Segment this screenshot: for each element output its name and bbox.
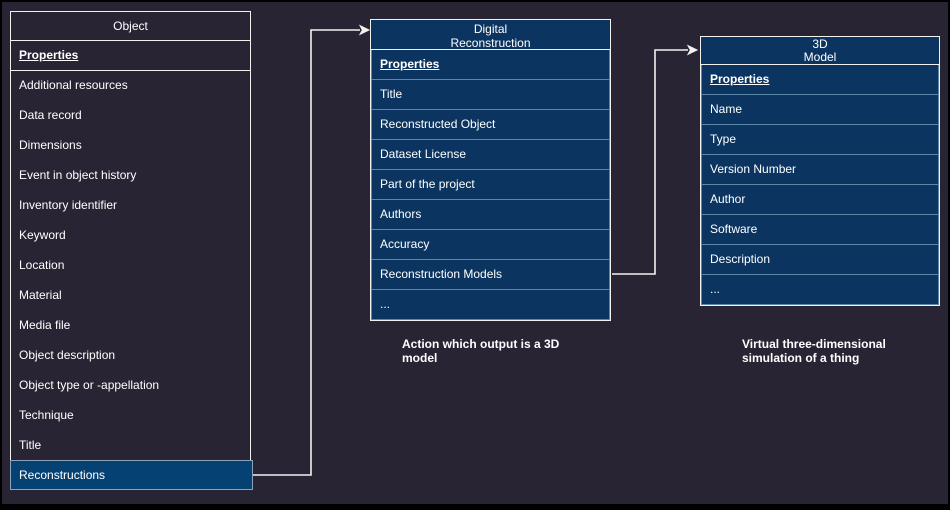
attribute-label: Version Number <box>710 162 797 176</box>
table-digital-reconstruction: Digital Reconstruction Properties Title … <box>370 19 611 321</box>
attribute-row[interactable]: Dimensions <box>11 131 250 161</box>
attribute-row[interactable]: Description <box>701 245 939 275</box>
attribute-row[interactable]: Keyword <box>11 221 250 251</box>
attribute-label: ... <box>710 282 721 296</box>
attribute-label: Part of the project <box>380 177 475 191</box>
attribute-row[interactable]: Reconstructed Object <box>371 110 610 140</box>
attribute-row[interactable]: Data record <box>11 101 250 131</box>
attribute-row[interactable]: Inventory identifier <box>11 191 250 221</box>
attribute-row[interactable]: Part of the project <box>371 170 610 200</box>
attribute-label: Title <box>380 87 403 101</box>
attribute-label: Reconstructions <box>19 468 106 482</box>
attribute-label: Authors <box>380 207 422 221</box>
attribute-label: Material <box>19 288 62 302</box>
attribute-label: Author <box>710 192 746 206</box>
properties-row[interactable]: Properties <box>11 41 250 71</box>
table-title-label: Object <box>113 19 148 33</box>
attribute-row[interactable]: Event in object history <box>11 161 250 191</box>
properties-row[interactable]: Properties <box>701 65 939 95</box>
attribute-row[interactable]: Author <box>701 185 939 215</box>
attribute-row[interactable]: Object description <box>11 341 250 371</box>
attribute-row[interactable]: Name <box>701 95 939 125</box>
attribute-row[interactable]: Additional resources <box>11 71 250 101</box>
attribute-row[interactable]: Version Number <box>701 155 939 185</box>
attribute-row[interactable]: Location <box>11 251 250 281</box>
attribute-row[interactable]: Object type or -appellation <box>11 371 250 401</box>
attribute-row[interactable]: Title <box>371 80 610 110</box>
attribute-label: Additional resources <box>19 78 128 92</box>
attribute-label: Object type or -appellation <box>19 378 160 392</box>
caption-digital-reconstruction[interactable]: Action which output is a 3D model <box>402 337 560 365</box>
attribute-row[interactable]: Title <box>11 431 250 461</box>
attribute-label: Reconstructed Object <box>380 117 496 131</box>
attribute-label: Description <box>710 252 771 266</box>
table-title-label: 3D <box>812 37 828 51</box>
attribute-label: Reconstruction Models <box>380 267 503 281</box>
attribute-row[interactable]: Media file <box>11 311 250 341</box>
attribute-label: Media file <box>19 318 71 332</box>
attribute-label: Title <box>19 438 42 452</box>
attribute-label: Dataset License <box>380 147 467 161</box>
attribute-row[interactable]: Accuracy <box>371 230 610 260</box>
table-title-label: Digital <box>473 22 508 36</box>
properties-label: Properties <box>710 72 770 86</box>
attribute-row[interactable]: Reconstruction Models <box>371 260 610 290</box>
attribute-row[interactable]: ... <box>371 290 610 320</box>
attribute-label: Type <box>710 132 737 146</box>
attribute-label: ... <box>380 297 391 311</box>
attribute-label: Accuracy <box>380 237 430 251</box>
attribute-label: Name <box>710 102 743 116</box>
attribute-label: Inventory identifier <box>19 198 118 212</box>
attribute-row[interactable]: Software <box>701 215 939 245</box>
attribute-label: Technique <box>19 408 74 422</box>
attribute-row[interactable]: Material <box>11 281 250 311</box>
attribute-label: Location <box>19 258 65 272</box>
attribute-label: Keyword <box>19 228 66 242</box>
table-3d-model: 3D Model Properties Name Type Version Nu… <box>700 36 940 306</box>
attribute-row[interactable]: Technique <box>11 401 250 431</box>
table-digital-reconstruction-title[interactable]: Digital Reconstruction <box>371 20 610 50</box>
attribute-label: Dimensions <box>19 138 82 152</box>
attribute-label: Data record <box>19 108 82 122</box>
table-title-label: Model <box>803 50 837 64</box>
properties-label: Properties <box>380 57 440 71</box>
table-object-title[interactable]: Object <box>11 12 250 41</box>
attribute-row[interactable]: ... <box>701 275 939 305</box>
table-object: Object Properties Additional resources D… <box>10 11 251 462</box>
highlighted-row-reconstructions[interactable]: Reconstructions <box>10 460 253 490</box>
attribute-label: Object description <box>19 348 116 362</box>
caption-3d-model[interactable]: Virtual three-dimensional simulation of … <box>742 337 886 365</box>
table-3d-model-title[interactable]: 3D Model <box>701 37 939 65</box>
attribute-row[interactable]: Type <box>701 125 939 155</box>
properties-label: Properties <box>19 48 79 62</box>
table-title-label: Reconstruction <box>450 36 531 50</box>
attribute-label: Event in object history <box>19 168 137 182</box>
attribute-label: Software <box>710 222 758 236</box>
attribute-row[interactable]: Dataset License <box>371 140 610 170</box>
attribute-row[interactable]: Authors <box>371 200 610 230</box>
properties-row[interactable]: Properties <box>371 50 610 80</box>
